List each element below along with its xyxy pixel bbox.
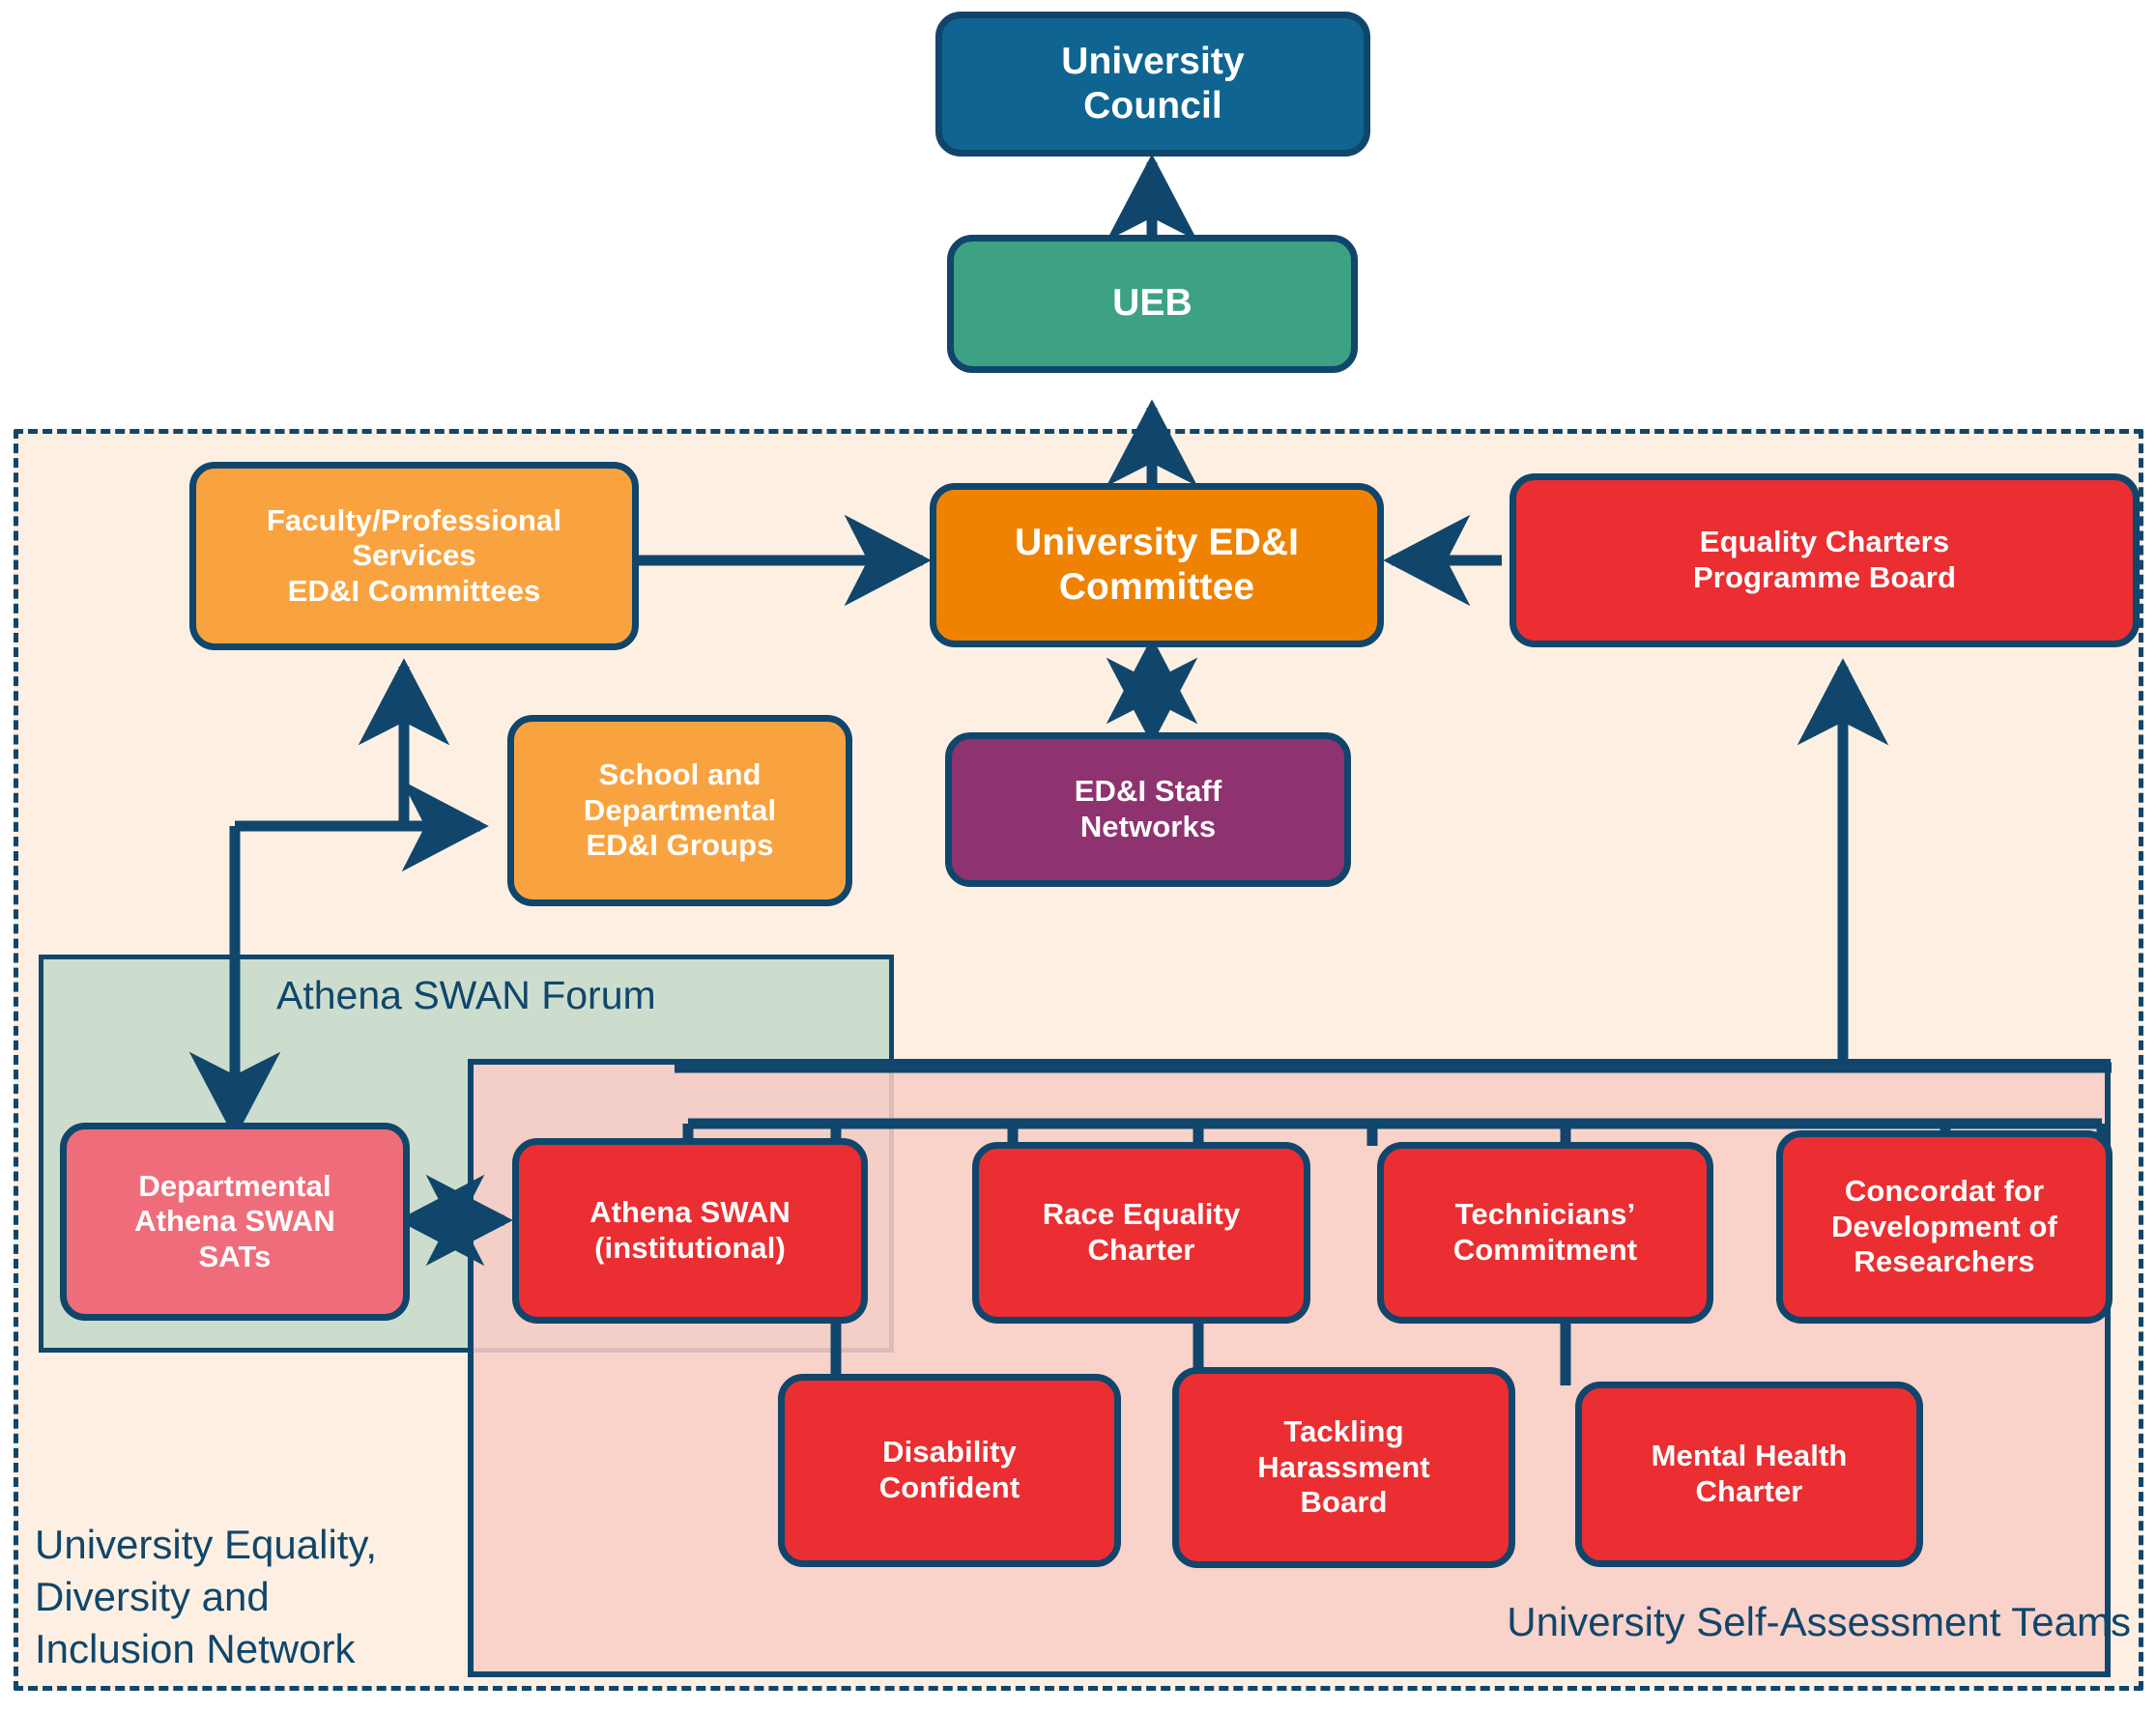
node-label: Faculty/Professional Services ED&I Commi…: [251, 503, 577, 610]
node-label: Equality Charters Programme Board: [1678, 525, 1971, 595]
label-line: Board: [1300, 1485, 1388, 1520]
label-line: Technicians’: [1454, 1197, 1636, 1232]
node-label: School and Departmental ED&I Groups: [568, 757, 791, 864]
label-line: Athena SWAN: [589, 1195, 791, 1230]
node-label: Athena SWAN (institutional): [574, 1195, 806, 1266]
node-label: University ED&I Committee: [999, 521, 1314, 610]
node-university-edi-committee[interactable]: University ED&I Committee: [930, 483, 1384, 647]
node-disability-confident[interactable]: Disability Confident: [778, 1374, 1121, 1567]
node-mental-health-charter[interactable]: Mental Health Charter: [1575, 1382, 1923, 1567]
label-line: School and: [598, 757, 762, 792]
label-line: Race Equality: [1042, 1197, 1241, 1232]
label-line: (institutional): [594, 1231, 786, 1265]
node-ueb[interactable]: UEB: [947, 235, 1358, 373]
label-line: Inclusion Network: [35, 1625, 356, 1671]
node-label: Tackling Harassment Board: [1242, 1414, 1445, 1521]
label-line: University Equality,: [35, 1522, 378, 1567]
node-label: Mental Health Charter: [1636, 1439, 1863, 1509]
label-line: ED&I Committees: [287, 573, 541, 608]
label-line: SATs: [198, 1239, 272, 1273]
node-label: Concordat for Development of Researchers: [1816, 1174, 2073, 1280]
label-line: University Self-Assessment Teams: [1507, 1599, 2131, 1644]
label-line: Athena SWAN Forum: [276, 973, 656, 1017]
node-school-departmental-edi-groups[interactable]: School and Departmental ED&I Groups: [507, 715, 852, 906]
label-line: Council: [1083, 85, 1222, 127]
node-equality-charters-programme-board[interactable]: Equality Charters Programme Board: [1509, 473, 2140, 647]
label-line: Charter: [1087, 1233, 1195, 1267]
node-label: Race Equality Charter: [1027, 1197, 1256, 1268]
label-line: Diversity and: [35, 1573, 270, 1619]
label-line: Services: [352, 538, 476, 573]
label-line: Departmental: [138, 1168, 331, 1203]
label-line: Researchers: [1854, 1244, 2035, 1279]
label-line: Charter: [1695, 1474, 1803, 1508]
region-label-athena-swan-forum: Athena SWAN Forum: [276, 970, 818, 1020]
node-tackling-harassment-board[interactable]: Tackling Harassment Board: [1172, 1367, 1515, 1568]
label-line: Mental Health: [1651, 1439, 1848, 1473]
node-technicians-commitment[interactable]: Technicians’ Commitment: [1377, 1142, 1713, 1324]
node-university-council[interactable]: University Council: [935, 12, 1370, 157]
region-label-self-assessment-teams: University Self-Assessment Teams: [1454, 1596, 2131, 1648]
label-line: Committee: [1058, 566, 1255, 608]
label-line: Departmental: [583, 792, 777, 827]
node-faculty-professional-services-edi-committees[interactable]: Faculty/Professional Services ED&I Commi…: [189, 462, 639, 650]
node-label: ED&I Staff Networks: [1059, 774, 1238, 844]
label-line: UEB: [1112, 282, 1193, 325]
region-label-edi-network: University Equality, Diversity and Inclu…: [35, 1519, 441, 1674]
label-line: Confident: [878, 1470, 1021, 1504]
label-line: Programme Board: [1693, 560, 1956, 594]
label-line: University: [1061, 40, 1245, 82]
node-departmental-athena-swan-sats[interactable]: Departmental Athena SWAN SATs: [60, 1123, 410, 1321]
label-line: Concordat for: [1844, 1174, 2045, 1209]
node-label: Technicians’ Commitment: [1438, 1197, 1653, 1268]
label-line: University ED&I: [1014, 521, 1300, 563]
label-line: Development of: [1831, 1209, 2057, 1243]
node-label: Disability Confident: [864, 1435, 1036, 1505]
node-race-equality-charter[interactable]: Race Equality Charter: [972, 1142, 1310, 1324]
label-line: Networks: [1079, 810, 1217, 843]
node-label: University Council: [1046, 40, 1260, 128]
node-athena-swan-institutional[interactable]: Athena SWAN (institutional): [512, 1138, 868, 1324]
node-edi-staff-networks[interactable]: ED&I Staff Networks: [945, 732, 1351, 887]
node-label: Departmental Athena SWAN SATs: [119, 1169, 351, 1275]
label-line: Equality Charters: [1699, 525, 1950, 559]
label-line: ED&I Staff: [1074, 774, 1222, 809]
label-line: Commitment: [1452, 1233, 1638, 1267]
label-line: Athena SWAN: [134, 1204, 335, 1239]
label-line: Harassment: [1257, 1449, 1430, 1484]
label-line: Tackling: [1283, 1414, 1404, 1449]
label-line: Faculty/Professional: [266, 502, 562, 537]
node-concordat-for-development-of-researchers[interactable]: Concordat for Development of Researchers: [1776, 1130, 2113, 1324]
label-line: Disability: [882, 1435, 1017, 1469]
label-line: ED&I Groups: [586, 828, 774, 863]
node-label: UEB: [1097, 281, 1208, 326]
